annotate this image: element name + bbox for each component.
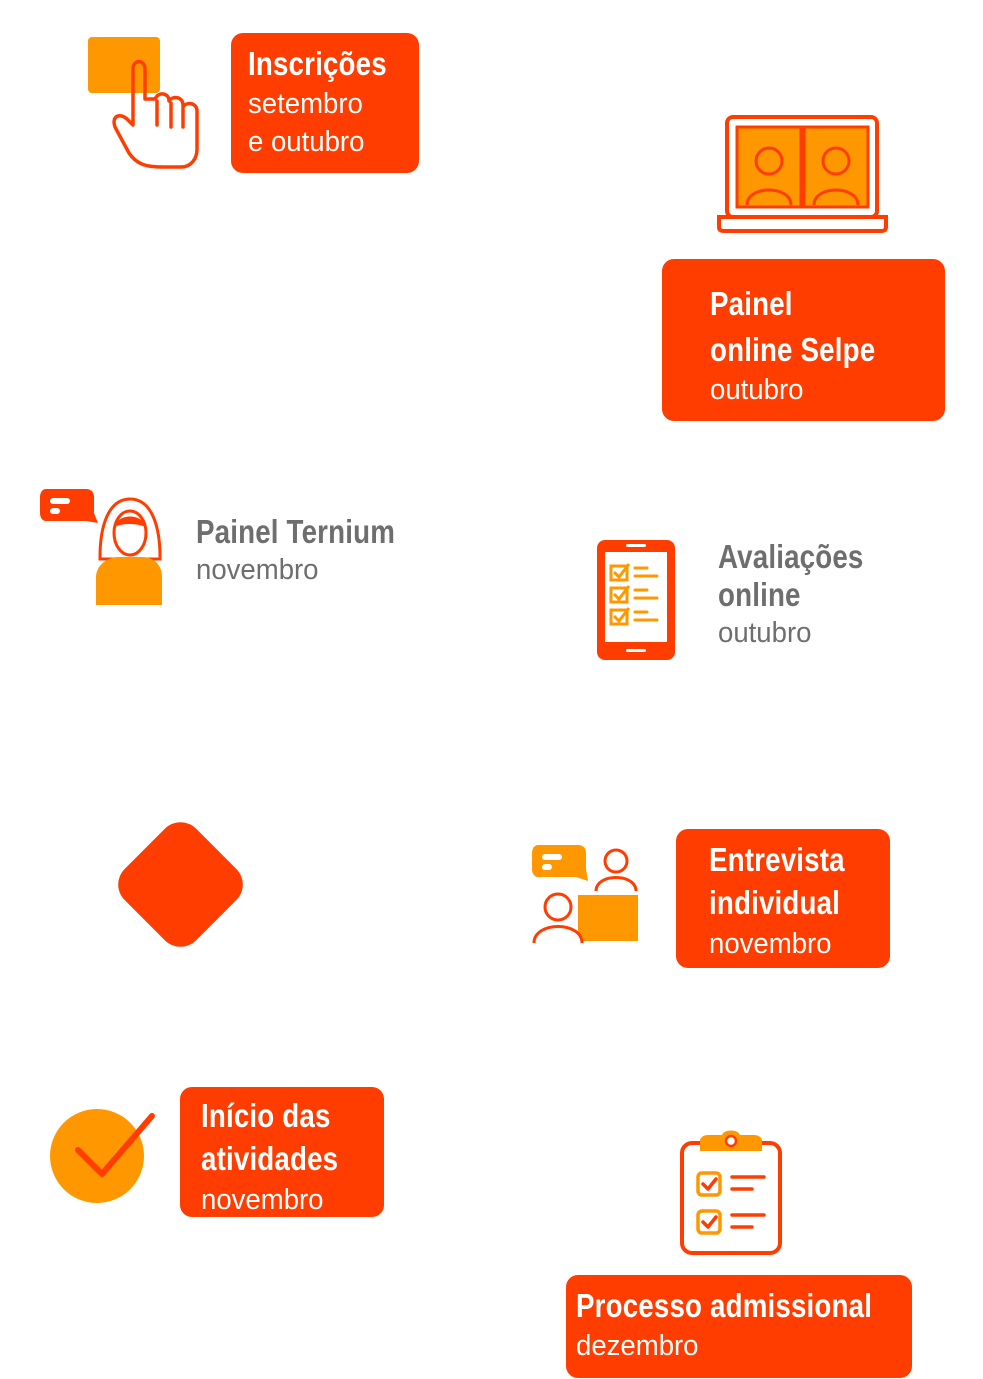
step-period: setembro (248, 88, 363, 120)
diamond-shape (118, 822, 243, 947)
step-period: novembro (201, 1184, 324, 1216)
step-title: atividades (201, 1140, 339, 1177)
step-avaliacoes-online: Avaliações online outubro (718, 538, 891, 652)
step-title: online (718, 576, 801, 613)
step-period: e outubro (248, 126, 365, 158)
step-painel-ternium: Painel Ternium novembro (196, 513, 433, 589)
step-inicio-card: Início das atividades novembro (180, 1087, 384, 1217)
step-title: Painel Ternium (196, 513, 396, 550)
phone-checklist-icon (597, 540, 675, 660)
step-title: Entrevista (709, 841, 845, 878)
step-period: novembro (196, 554, 319, 586)
laptop-video-call-icon (717, 115, 888, 233)
step-period: dezembro (576, 1330, 699, 1362)
step-inscricoes-card: Inscrições setembro e outubro (231, 33, 419, 173)
check-circle-icon (50, 1109, 155, 1203)
clipboard-checklist-icon (680, 1130, 782, 1255)
step-title: Painel (710, 285, 793, 322)
woman-chat-icon (40, 489, 162, 605)
step-title: Inscrições (248, 45, 387, 82)
step-entrevista-card: Entrevista individual novembro (676, 829, 890, 968)
step-title: Avaliações (718, 538, 864, 575)
step-title: online Selpe (710, 331, 876, 368)
step-period: outubro (718, 617, 812, 649)
hand-tap-icon (88, 37, 199, 169)
step-period: novembro (709, 928, 832, 960)
step-processo-card: Processo admissional dezembro (566, 1275, 912, 1378)
step-title: individual (709, 884, 841, 921)
step-period: outubro (710, 374, 804, 406)
step-title: Início das (201, 1097, 331, 1134)
step-painel-selpe-card: Painel online Selpe outubro (662, 259, 945, 421)
step-title: Processo admissional (576, 1287, 873, 1324)
interview-icon (532, 845, 638, 944)
